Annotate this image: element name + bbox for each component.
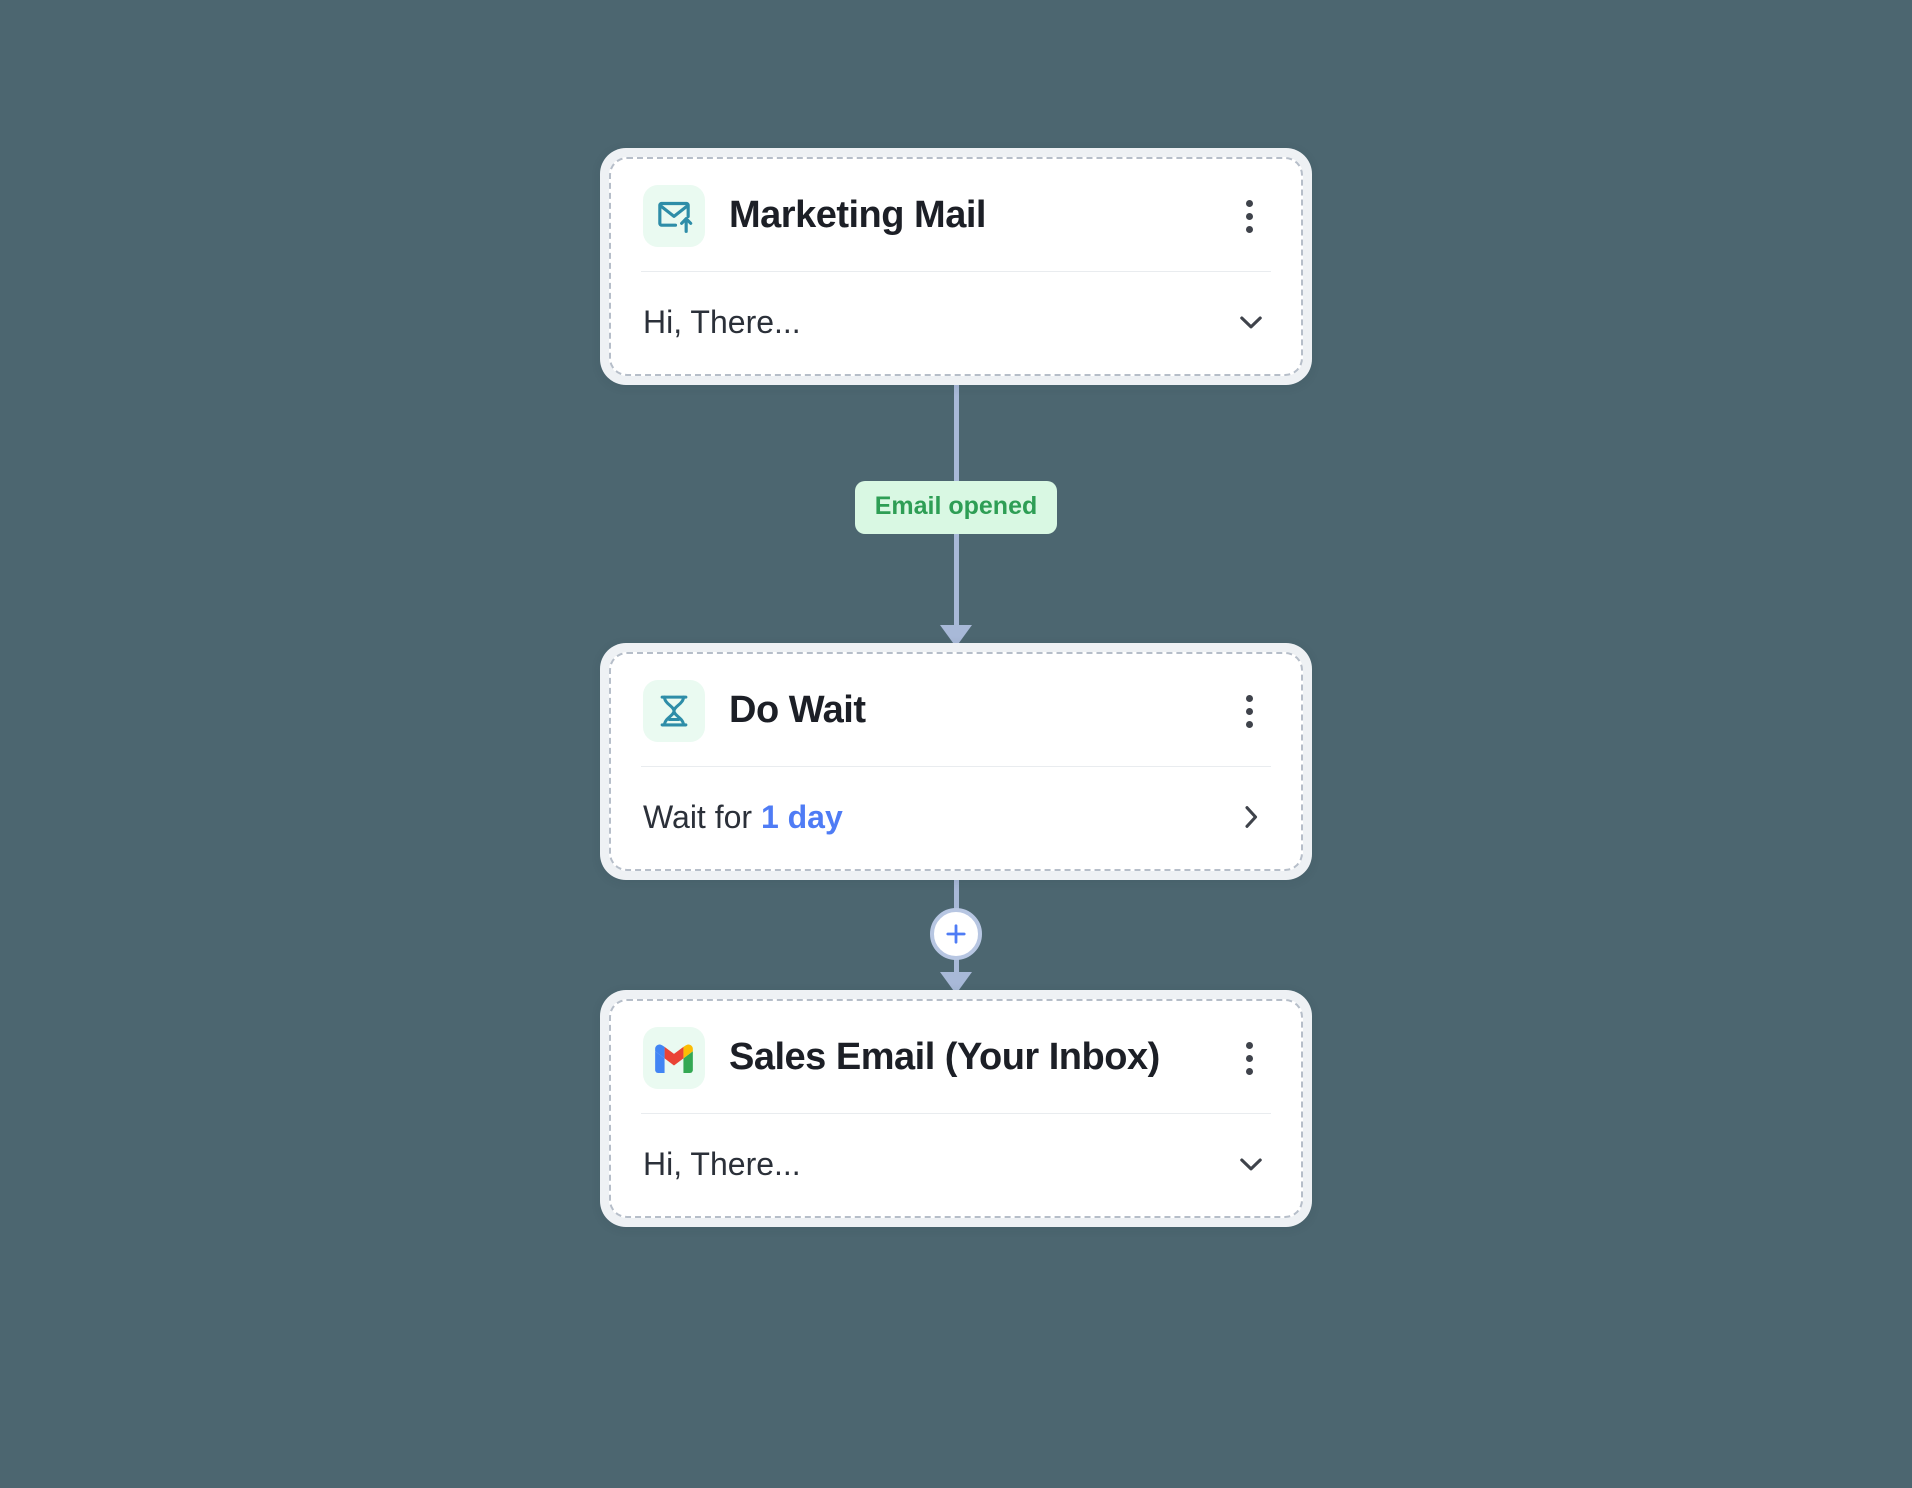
node-do-wait[interactable]: Do Wait Wait for 1 day — [600, 643, 1312, 880]
kebab-menu-icon[interactable] — [1227, 1032, 1271, 1084]
chevron-right-icon[interactable] — [1231, 797, 1271, 837]
hourglass-icon — [643, 680, 705, 742]
wait-prefix: Wait for — [643, 798, 761, 835]
wait-duration-value: 1 day — [760, 798, 843, 835]
connector-badge-email-opened: Email opened — [854, 481, 1058, 534]
plus-icon — [946, 924, 966, 944]
connector-marketing-to-wait: Email opened — [600, 375, 1312, 647]
node-title: Marketing Mail — [729, 194, 986, 237]
add-step-button[interactable] — [930, 908, 982, 960]
node-sales-email[interactable]: Sales Email (Your Inbox) Hi, There... — [600, 990, 1312, 1227]
wait-duration-text: Wait for 1 day — [643, 799, 1211, 836]
node-body-do-wait[interactable]: Wait for 1 day — [611, 767, 1301, 869]
chevron-down-icon[interactable] — [1231, 1144, 1271, 1184]
node-title: Sales Email (Your Inbox) — [729, 1036, 1160, 1079]
node-preview-text: Hi, There... — [643, 1145, 801, 1182]
node-card: Do Wait Wait for 1 day — [609, 652, 1303, 871]
node-card: Marketing Mail Hi, There... — [609, 157, 1303, 376]
node-body-marketing-mail[interactable]: Hi, There... — [611, 272, 1301, 374]
connector-arrowhead — [940, 625, 972, 647]
node-header: Marketing Mail — [611, 159, 1301, 271]
divider — [641, 766, 1271, 767]
node-title: Do Wait — [729, 689, 866, 732]
kebab-menu-icon[interactable] — [1227, 190, 1271, 242]
divider — [641, 1113, 1271, 1114]
node-header: Sales Email (Your Inbox) — [611, 1001, 1301, 1113]
gmail-icon — [643, 1027, 705, 1089]
connector-wait-to-sales — [600, 870, 1312, 994]
mail-send-icon — [643, 185, 705, 247]
divider — [641, 271, 1271, 272]
node-header: Do Wait — [611, 654, 1301, 766]
kebab-menu-icon[interactable] — [1227, 685, 1271, 737]
node-marketing-mail[interactable]: Marketing Mail Hi, There... — [600, 148, 1312, 385]
chevron-down-icon[interactable] — [1231, 302, 1271, 342]
gmail-logo-shape — [655, 1043, 693, 1073]
connector-arrowhead — [940, 972, 972, 994]
node-body-sales-email[interactable]: Hi, There... — [611, 1114, 1301, 1216]
node-card: Sales Email (Your Inbox) Hi, There... — [609, 999, 1303, 1218]
node-preview-text: Hi, There... — [643, 303, 801, 340]
workflow-flow: Marketing Mail Hi, There... — [600, 148, 1312, 1227]
